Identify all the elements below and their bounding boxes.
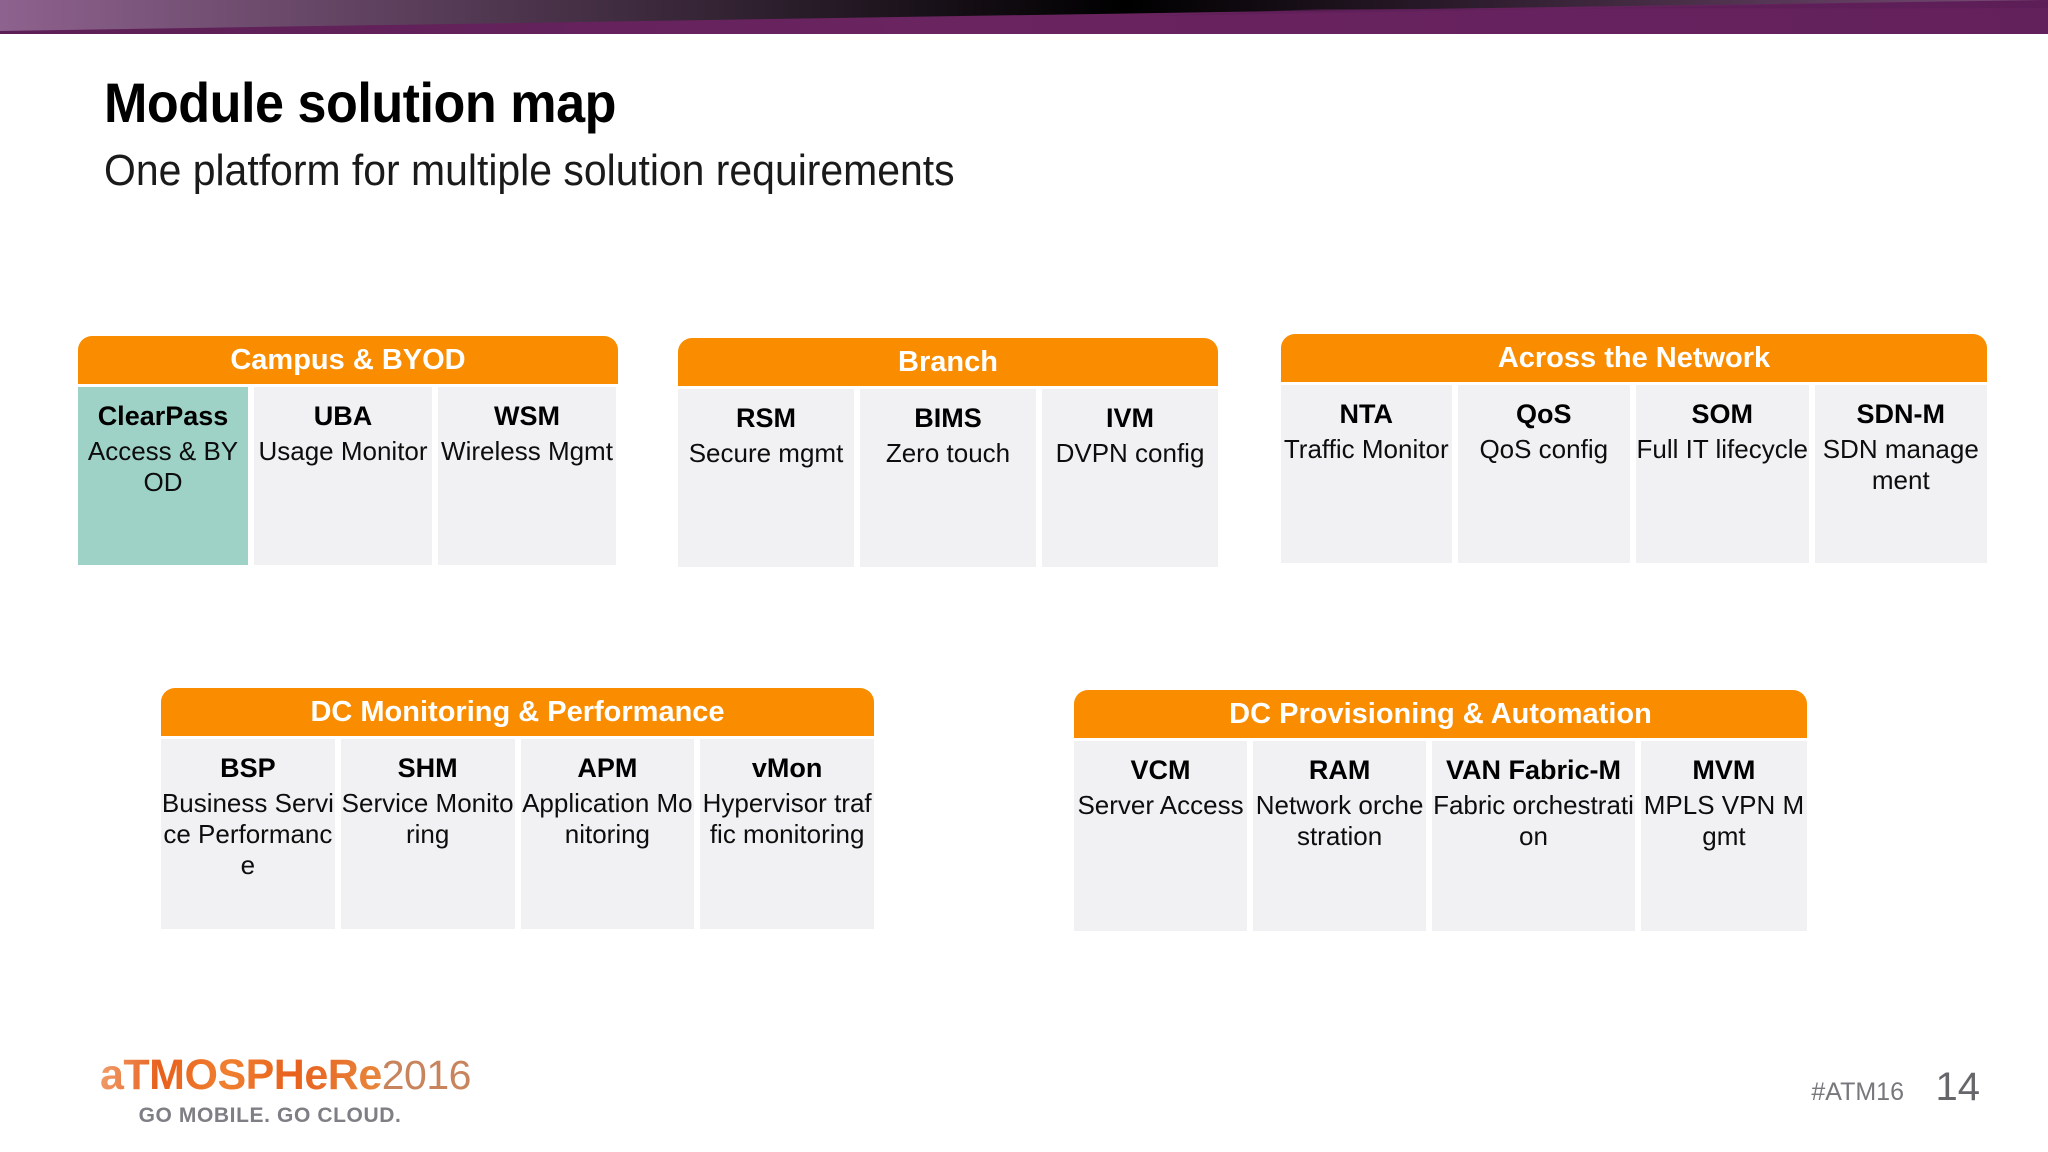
module-description: Hypervisor traffic monitoring <box>702 788 872 849</box>
module-code: vMon <box>751 753 823 783</box>
group-header[interactable]: DC Provisioning & Automation <box>1074 690 1807 738</box>
banner-shape <box>0 0 2048 34</box>
top-banner <box>0 0 2048 34</box>
module-description: Full IT lifecycle <box>1636 434 1808 465</box>
module-code: QoS <box>1516 399 1572 429</box>
group-header[interactable]: DC Monitoring & Performance <box>161 688 874 736</box>
module-code: NTA <box>1339 399 1394 429</box>
module-box[interactable]: SHM Service Monitoring <box>340 739 515 929</box>
module-code: VCM <box>1130 755 1191 785</box>
title-block: Module solution map One platform for mul… <box>104 71 1504 195</box>
module-description: Fabric orchestration <box>1433 790 1634 851</box>
footer-hashtag: #ATM16 <box>1811 1078 1904 1106</box>
module-description: SDN management <box>1822 434 1979 495</box>
module-code: BSP <box>220 753 276 783</box>
module-box[interactable]: IVM DVPN config <box>1042 389 1218 567</box>
module-code: WSM <box>494 401 560 431</box>
module-code: RAM <box>1308 755 1371 785</box>
module-box[interactable]: RSM Secure mgmt <box>678 389 854 567</box>
group-header[interactable]: Campus & BYOD <box>78 336 618 384</box>
module-box[interactable]: NTA Traffic Monitor <box>1281 385 1452 563</box>
module-code: BIMS <box>914 403 982 433</box>
module-box[interactable]: WSM Wireless Mgmt <box>438 387 616 565</box>
module-row: RSM Secure mgmt BIMS Zero touch IVM DVPN conf… <box>678 389 1218 567</box>
module-box[interactable]: RAM Network orchestration <box>1253 741 1427 931</box>
module-code: VAN Fabric-M <box>1445 755 1621 785</box>
module-code: SDN-M <box>1856 399 1946 429</box>
module-code: APM <box>577 753 638 783</box>
module-description: Application Monitoring <box>522 788 693 849</box>
group-header[interactable]: Across the Network <box>1281 334 1987 382</box>
module-box[interactable]: APM Application Monitoring <box>520 739 695 929</box>
footer-page-number: 14 <box>1935 1065 1981 1109</box>
module-code: MVM <box>1692 755 1756 785</box>
module-description: Network orchestration <box>1255 790 1424 851</box>
module-description: Business Service Performance <box>161 788 334 880</box>
module-code: RSM <box>736 403 796 433</box>
module-code: IVM <box>1105 403 1154 433</box>
module-box[interactable]: QoS QoS config <box>1457 385 1631 563</box>
module-row: NTA Traffic Monitor QoS QoS config SOM Full I… <box>1281 385 1988 563</box>
module-description: Service Monitoring <box>341 788 514 849</box>
logo-tagline: GO MOBILE. GO CLOUD. <box>138 1104 402 1127</box>
module-description: Secure mgmt <box>688 438 844 469</box>
module-description: Wireless Mgmt <box>441 436 613 467</box>
logo-year: 2016 <box>381 1052 472 1098</box>
atmosphere-logo: aTMOSPHeRe2016 GO MOBILE. GO CLOUD. <box>100 1051 471 1128</box>
module-box[interactable]: UBA Usage Monitor <box>254 387 432 565</box>
module-description: Usage Monitor <box>258 436 428 467</box>
module-code: SOM <box>1691 399 1754 429</box>
module-row: BSP Business Service Performance SHM Servic… <box>161 739 874 929</box>
module-box[interactable]: MVM MPLS VPN Mgmt <box>1640 741 1807 931</box>
module-description: Traffic Monitor <box>1283 434 1449 465</box>
module-description: DVPN config <box>1055 438 1205 469</box>
module-box[interactable]: BIMS Zero touch <box>860 389 1036 567</box>
module-description: Access & BYOD <box>87 436 239 497</box>
logo-word: aTMOSPHeRe <box>100 1051 382 1099</box>
module-description: Server Access <box>1077 790 1244 821</box>
module-description: QoS config <box>1479 434 1609 465</box>
module-box[interactable]: BSP Business Service Performance <box>161 739 335 929</box>
module-description: Zero touch <box>885 438 1011 469</box>
module-box[interactable]: SOM Full IT lifecycle <box>1636 385 1809 563</box>
page-subtitle: One platform for multiple solution requi… <box>104 145 955 195</box>
group-header[interactable]: Branch <box>678 338 1218 386</box>
module-box[interactable]: VCM Server Access <box>1074 741 1248 931</box>
module-box[interactable]: SDN-M SDN management <box>1814 385 1988 563</box>
module-code: ClearPass <box>97 401 229 431</box>
module-code: UBA <box>313 401 373 431</box>
module-row: VCM Server Access RAM Network orchestration… <box>1074 741 1807 931</box>
module-box[interactable]: VAN Fabric-M Fabric orchestration <box>1432 741 1635 931</box>
page-title: Module solution map <box>104 71 616 134</box>
module-code: SHM <box>397 753 458 783</box>
logo-wordmark: aTMOSPHeRe2016 <box>100 1051 471 1099</box>
module-description: MPLS VPN Mgmt <box>1643 790 1805 851</box>
